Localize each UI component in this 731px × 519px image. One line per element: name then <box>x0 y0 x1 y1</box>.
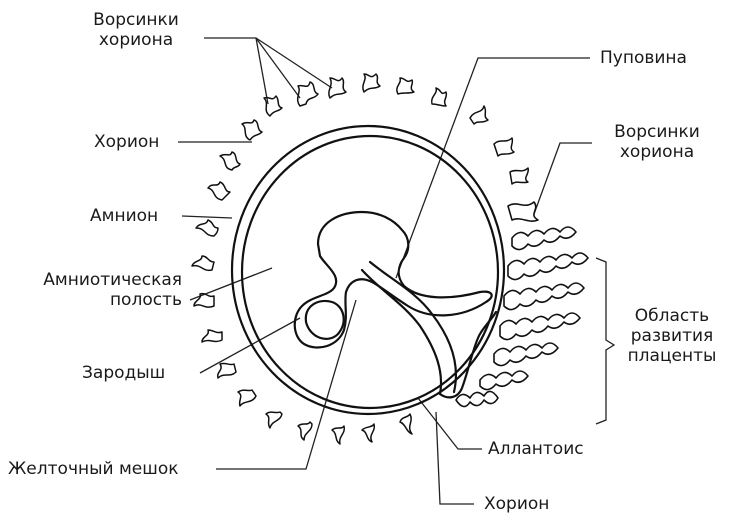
leader-umbilical-cord <box>396 58 590 278</box>
label-villi-top-line1: Ворсинки <box>66 10 206 30</box>
label-placenta-line1: Область <box>620 306 724 326</box>
leader-villi-top-c <box>256 38 268 104</box>
label-villi-top-line2: хориона <box>66 30 206 50</box>
label-allantois: Аллантоис <box>488 439 584 459</box>
chorion-membrane <box>232 126 504 414</box>
leader-chorion-bottom <box>436 412 474 504</box>
leader-embryo <box>200 318 300 373</box>
label-amnion: Амнион <box>90 206 158 226</box>
placental-villi <box>456 202 588 407</box>
allantois <box>440 312 496 397</box>
leader-villi-top-b <box>256 38 332 88</box>
amnion-membrane <box>242 136 498 408</box>
label-placenta-area: Область развития плаценты <box>620 306 724 366</box>
label-villi-right-line1: Ворсинки <box>590 122 724 142</box>
umbilical-stalk-inner <box>370 262 456 392</box>
bracket-placenta <box>596 258 614 424</box>
label-chorion-left: Хорион <box>94 132 159 152</box>
label-amniotic-cavity-line2: полость <box>0 290 182 310</box>
label-placenta-line3: плаценты <box>620 346 724 366</box>
label-chorion-bottom: Хорион <box>484 494 549 514</box>
label-villi-right: Ворсинки хориона <box>590 122 724 162</box>
label-amniotic-cavity: Амниотическая полость <box>0 270 182 310</box>
label-amniotic-cavity-line1: Амниотическая <box>0 270 182 290</box>
leader-villi-top <box>204 38 300 98</box>
embryo-head <box>306 301 344 339</box>
label-placenta-line2: развития <box>620 326 724 346</box>
label-umbilical-cord: Пуповина <box>600 48 687 68</box>
leader-allantois <box>418 398 482 449</box>
label-embryo: Зародыш <box>82 363 165 383</box>
label-villi-right-line2: хориона <box>590 142 724 162</box>
label-yolk-sac: Желточный мешок <box>8 459 178 479</box>
leader-villi-right <box>534 143 592 214</box>
leader-amnion <box>182 216 232 218</box>
umbilical-stalk <box>362 270 441 394</box>
label-villi-top: Ворсинки хориона <box>66 10 206 50</box>
